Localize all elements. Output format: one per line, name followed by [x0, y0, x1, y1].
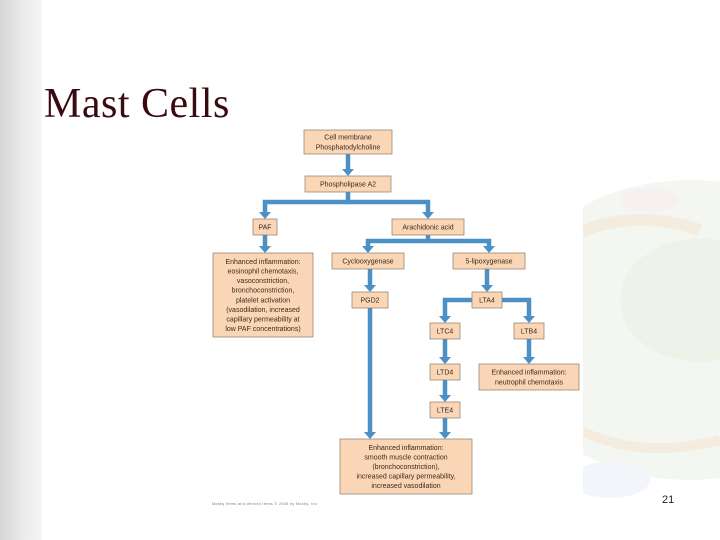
box-ltd4: LTD4	[429, 363, 461, 381]
box-background	[303, 129, 393, 155]
arrow-head	[422, 212, 434, 219]
box-text: eosinophil chemotaxis,	[228, 269, 299, 276]
background-vesicle	[570, 462, 650, 498]
arrow-head	[483, 246, 495, 253]
box-paf-effects: Enhanced inflammation: eosinophil chemota…	[212, 252, 314, 338]
flow-arrow	[348, 199, 431, 213]
box-background	[339, 438, 473, 495]
box-text: Cyclooxygenase	[342, 259, 393, 266]
box-text: Enhanced inflammation:	[368, 445, 443, 452]
arrow-head	[364, 285, 376, 292]
box-background	[452, 252, 526, 270]
box-text: increased vasodilation	[371, 483, 440, 490]
arrow-head	[439, 395, 451, 402]
box-background	[429, 322, 461, 340]
arrow-head	[439, 316, 451, 323]
arrow-head	[342, 169, 354, 176]
arrow-head	[523, 316, 535, 323]
boxes: Cell membranePhosphatodylcholinePhosphol…	[212, 129, 580, 495]
box-text: Enhanced inflammation:	[225, 259, 300, 266]
flow-arrow	[262, 192, 351, 213]
box-text: smooth muscle contraction	[364, 454, 447, 461]
box-text: 5-lipoxygenase	[465, 259, 512, 266]
box-background	[429, 363, 461, 381]
box-text: LTC4	[437, 329, 454, 336]
box-text: platelet activation	[236, 297, 290, 304]
box-ltc4: LTC4	[429, 322, 461, 340]
box-background	[471, 291, 503, 309]
box-smooth-muscle: Enhanced inflammation: smooth muscle cont…	[339, 438, 473, 495]
box-background	[252, 218, 278, 236]
arrow-head	[364, 432, 376, 439]
box-background	[513, 322, 545, 340]
box-text: low PAF concentrations)	[225, 326, 300, 333]
box-lta4: LTA4	[471, 291, 503, 309]
box-background	[391, 218, 465, 236]
flow-arrow	[365, 235, 431, 247]
box-text: PGD2	[360, 298, 379, 305]
box-text: neutrophil chemotaxis	[495, 379, 564, 386]
background-nucleus	[620, 238, 720, 362]
box-text: Phosphatodylcholine	[316, 144, 381, 151]
figure-credit: Mosby items and derived items © 2006 by …	[212, 502, 317, 506]
box-pgd2: PGD2	[351, 291, 389, 309]
box-lte4: LTE4	[429, 401, 461, 419]
box-text: capillary permeability at	[226, 317, 299, 324]
box-arachidonic: Arachidonic acid	[391, 218, 465, 236]
box-text: (vasodilation, increased	[226, 307, 300, 314]
arrow-head	[523, 357, 535, 364]
box-text: (bronchoconstriction),	[372, 464, 439, 471]
box-ltb4: LTB4	[513, 322, 545, 340]
left-gradient-band	[0, 0, 42, 540]
box-background	[351, 291, 389, 309]
pathway-diagram: Cell membranePhosphatodylcholinePhosphol…	[212, 129, 580, 506]
box-text: Cell membrane	[324, 135, 372, 142]
box-text: Enhanced inflammation:	[491, 370, 566, 377]
box-text: Phospholipase A2	[320, 182, 376, 189]
page-number: 21	[662, 494, 675, 506]
box-neutrophil: Enhanced inflammation: neutrophil chemota…	[478, 363, 580, 391]
arrow-head	[362, 246, 374, 253]
slide-title: Mast Cells	[44, 81, 230, 127]
box-cyclooxygenase: Cyclooxygenase	[331, 252, 405, 270]
box-lipoxygenase: 5-lipoxygenase	[452, 252, 526, 270]
arrow-head	[439, 357, 451, 364]
box-background	[429, 401, 461, 419]
box-phospholipase: Phospholipase A2	[304, 175, 392, 193]
box-paf: PAF	[252, 218, 278, 236]
box-text: vasoconstriction,	[237, 278, 289, 285]
box-text: LTA4	[479, 298, 495, 305]
arrow-head	[259, 246, 271, 253]
box-background	[478, 363, 580, 391]
box-text: increased capillary permeability,	[356, 474, 455, 481]
box-background	[212, 252, 314, 338]
background-vesicle	[620, 188, 680, 212]
box-text: PAF	[258, 225, 271, 232]
box-text: bronchoconstriction,	[232, 288, 295, 295]
arrow-head	[481, 285, 493, 292]
box-text: Arachidonic acid	[402, 225, 453, 232]
box-background	[304, 175, 392, 193]
flow-arrow	[428, 238, 492, 247]
arrows	[259, 154, 535, 439]
box-background	[331, 252, 405, 270]
arrow-head	[439, 432, 451, 439]
box-text: LTD4	[437, 370, 454, 377]
box-text: LTE4	[437, 408, 453, 415]
arrow-head	[259, 212, 271, 219]
box-text: LTB4	[521, 329, 537, 336]
